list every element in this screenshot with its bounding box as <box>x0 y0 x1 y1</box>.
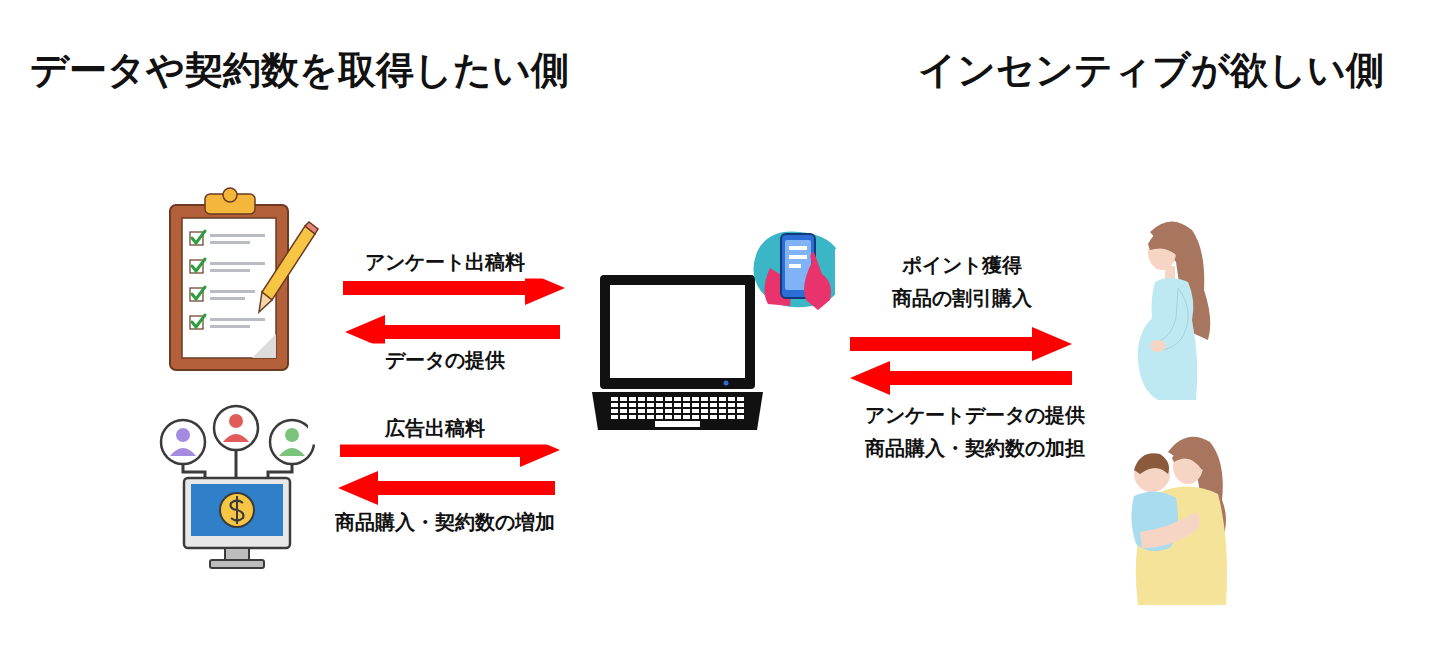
pregnant-woman-figure-part <box>1148 228 1186 262</box>
mother-node <box>1125 422 1235 607</box>
ad-monitor-icon-part-part <box>268 464 292 478</box>
clipboard-node <box>165 188 295 373</box>
pregnant-woman-figure-part <box>1158 288 1188 350</box>
ad-monitor-icon-part <box>285 428 299 442</box>
clipboard-icon-part-part <box>210 262 265 265</box>
clipboard-icon-part <box>252 334 276 358</box>
ad-monitor-icon <box>161 406 314 568</box>
ad-monitor-icon-part <box>220 493 254 527</box>
side-heading: データや契約数を取得したい側 <box>30 48 569 94</box>
mother-baby-figure-part <box>1172 443 1207 470</box>
clipboard-icon-part <box>190 232 203 329</box>
clipboard-icon-part-part <box>192 231 205 243</box>
clipboard-icon-part <box>192 231 205 327</box>
mother-baby-figure-part <box>1140 512 1200 548</box>
ad-monitor-icon-part <box>223 434 249 442</box>
mother-baby-figure-part <box>1134 453 1169 474</box>
laptop-icon-part <box>592 392 763 430</box>
arrow-label: アンケートデータの提供 商品購入・契約数の加担 <box>848 399 1102 465</box>
arrow-label: 広告出稿料 <box>308 412 562 445</box>
laptop-icon-part <box>724 381 729 386</box>
pregnant-woman-node <box>1125 212 1225 402</box>
clipboard-icon-part-part <box>210 290 255 293</box>
phone-hand-icon-part <box>804 252 831 310</box>
ad-monitor-icon-part <box>161 420 205 464</box>
clipboard-icon-part <box>259 292 272 312</box>
clipboard-icon-part-part <box>210 234 265 237</box>
clipboard-icon-part <box>305 222 318 234</box>
clipboard-icon-part-part <box>210 318 265 321</box>
side-heading: インセンティブが欲しい側 <box>918 48 1384 94</box>
ad-monitor-icon-part <box>229 414 243 428</box>
ad-monitor-icon-part <box>225 548 249 560</box>
pregnant-woman-figure <box>1138 221 1210 400</box>
phone-hand-icon-part <box>789 246 807 250</box>
ad-monitor-node <box>150 405 325 570</box>
arrow-label: アンケート出稿料 <box>318 246 572 279</box>
clipboard-icon-part-part <box>210 269 250 272</box>
clipboard-icon-part <box>210 234 265 328</box>
ad-monitor-icon-part-part <box>183 464 205 478</box>
clipboard-icon-part-part <box>210 325 250 328</box>
laptop-node <box>588 268 768 433</box>
arrow-label: ポイント獲得 商品の割引購入 <box>835 249 1089 315</box>
laptop-icon-part <box>610 285 745 378</box>
clipboard-icon-part-part <box>192 287 205 299</box>
ad-monitor-icon-part <box>236 496 238 524</box>
clipboard-icon-part-part <box>210 241 250 244</box>
clipboard-icon-part-part <box>192 315 205 327</box>
pregnant-woman-figure-part <box>1138 278 1198 400</box>
ad-monitor-icon-part <box>279 448 305 456</box>
clipboard-icon-part-part <box>192 259 205 271</box>
flow-arrow <box>850 361 1072 395</box>
ad-monitor-icon-part-part <box>235 450 238 478</box>
laptop-icon <box>592 275 763 430</box>
flow-arrow <box>338 471 555 505</box>
arrow-label: データの提供 <box>318 344 572 377</box>
phone-hand-icon-part <box>789 264 801 268</box>
pregnant-woman-figure-part <box>1165 266 1175 280</box>
ad-monitor-icon-part <box>170 448 196 456</box>
ad-monitor-icon-part <box>184 478 290 548</box>
ad-monitor-icon-part <box>191 484 283 536</box>
clipboard-icon-part <box>262 226 315 300</box>
ad-monitor-icon-part <box>214 406 258 450</box>
phone-hand-icon-part <box>789 255 807 259</box>
clipboard-icon <box>170 188 318 370</box>
laptop-icon-part <box>655 421 700 427</box>
phone-hand-icon <box>753 231 842 310</box>
mother-baby-figure <box>1131 437 1227 605</box>
arrow-label: 商品購入・契約数の増加 <box>318 506 572 539</box>
laptop-icon-part <box>610 396 745 420</box>
flow-arrow <box>850 327 1072 361</box>
laptop-icon-part <box>600 275 755 389</box>
pregnant-woman-figure-part <box>1150 340 1166 352</box>
ad-monitor-icon-part <box>210 560 264 568</box>
clipboard-icon-part <box>223 188 237 202</box>
clipboard-icon-part <box>182 218 276 358</box>
clipboard-icon-part-part <box>210 297 245 300</box>
ad-monitor-icon-part <box>176 428 190 442</box>
